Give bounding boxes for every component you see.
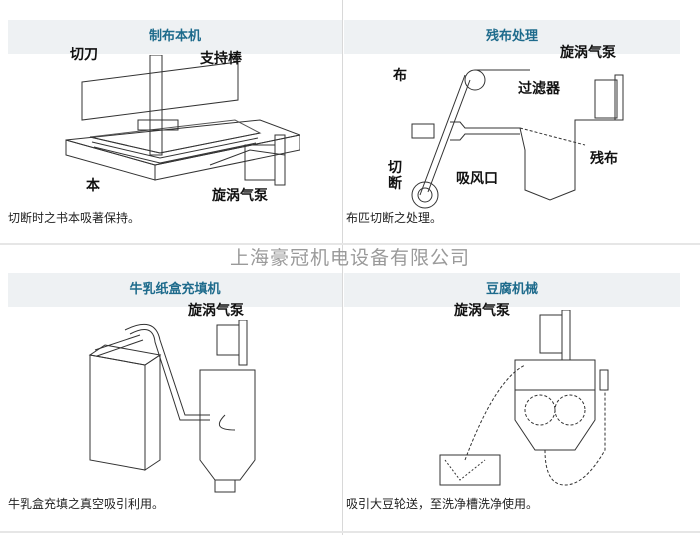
label-cutter: 切刀 [70, 47, 98, 63]
label-vortex-pump: 旋涡气泵 [454, 303, 510, 319]
row-divider [0, 243, 700, 245]
company-watermark: 上海豪冠机电设备有限公司 [229, 247, 470, 269]
panel-title-book-machine: 制布本机 [8, 20, 342, 54]
label-vortex-pump: 旋涡气泵 [212, 188, 268, 204]
caption-scrap-cloth: 布匹切断之处理。 [346, 211, 443, 225]
caption-book-machine: 切断时之书本吸著保持。 [8, 211, 141, 225]
label-vortex-pump: 旋涡气泵 [188, 303, 244, 319]
label-cloth: 布 [393, 68, 407, 84]
book-machine-diagram [65, 55, 300, 186]
vertical-divider [342, 0, 343, 535]
caption-milk-carton: 牛乳盒充填之真空吸引利用。 [8, 497, 165, 511]
scrap-cloth-diagram [411, 69, 624, 209]
label-scrap-cloth: 残布 [590, 151, 618, 167]
bottom-divider [0, 531, 700, 533]
label-cut: 切断 [388, 160, 402, 192]
label-vortex-pump: 旋涡气泵 [560, 45, 616, 61]
label-filter: 过滤器 [518, 81, 560, 97]
tofu-machine-diagram [439, 310, 609, 486]
milk-carton-diagram [88, 320, 256, 493]
label-support-rod: 支持棒 [200, 51, 242, 67]
panel-title-milk-carton: 牛乳纸盒充填机 [8, 273, 342, 307]
label-suction-port: 吸风口 [456, 171, 498, 187]
panel-title-tofu-machine: 豆腐机械 [344, 273, 680, 307]
panel-title-scrap-cloth: 残布处理 [344, 20, 680, 54]
label-book: 本 [86, 178, 100, 194]
caption-tofu-machine: 吸引大豆轮送，至洗净槽洗净使用。 [346, 497, 539, 511]
